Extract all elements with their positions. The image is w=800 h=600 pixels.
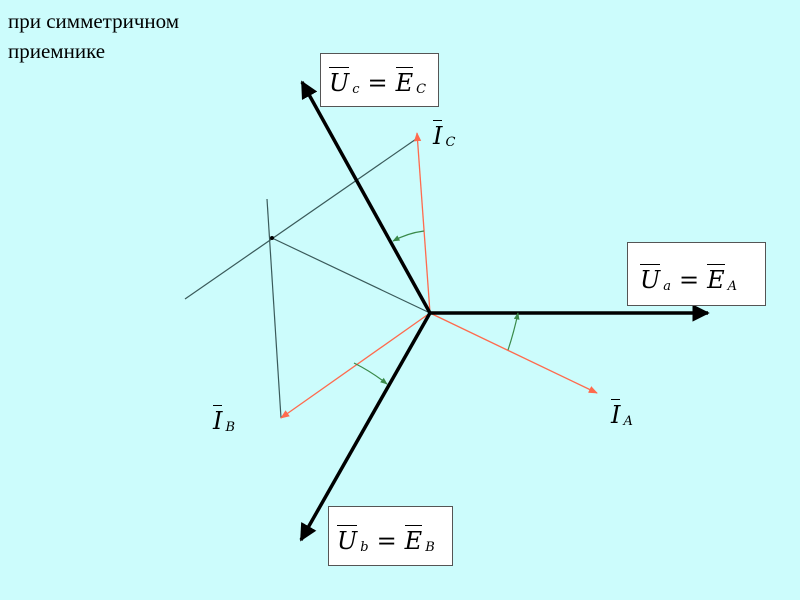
equals-uc: = [367, 69, 388, 97]
angle-arc-b [353, 362, 388, 385]
phase-angle-arcs [353, 230, 520, 385]
sub-ub-rhs: B [425, 540, 435, 555]
symbol-ib: I [213, 405, 223, 435]
sub-uc-lhs: c [352, 82, 360, 97]
line-ib-vertical [266, 198, 282, 419]
symbol-ub-lhs: U [337, 525, 358, 555]
angle-arc-a [507, 312, 520, 351]
construction-lines [184, 136, 431, 419]
sub-ib: B [225, 420, 236, 435]
voltage-ub-vector [299, 312, 432, 542]
sub-ic: C [445, 135, 456, 150]
intersection-point [270, 236, 274, 240]
current-ib-vector [280, 312, 431, 419]
current-ia-vector [429, 312, 598, 394]
line-to-origin [271, 237, 431, 314]
current-phasors [280, 132, 598, 419]
sub-ia: A [623, 414, 633, 429]
symbol-ic: I [433, 120, 443, 150]
sub-ua-rhs: A [727, 279, 738, 294]
voltage-uc-vector [300, 80, 432, 314]
equals-ub: = [376, 527, 397, 555]
symbol-uc-lhs: U [329, 67, 350, 97]
title-line-1: при симметричном [8, 9, 180, 33]
sub-ub-lhs: b [360, 540, 369, 555]
sub-uc-rhs: C [416, 82, 427, 97]
sub-ua-lhs: a [663, 279, 671, 294]
symbol-ua-rhs: E [707, 264, 725, 294]
symbol-ua-lhs: U [640, 264, 661, 294]
line-ic-extension [184, 136, 420, 300]
angle-arc-c [392, 230, 425, 242]
symbol-ub-rhs: E [404, 525, 423, 555]
voltage-phasors [299, 80, 710, 542]
symbol-uc-rhs: E [395, 67, 414, 97]
title-line-2: приемнике [8, 39, 106, 63]
slide-title: при симметричном приемнике [8, 6, 179, 66]
current-ic-vector [413, 132, 431, 314]
symbol-ia: I [611, 399, 621, 429]
equals-ua: = [679, 266, 700, 294]
